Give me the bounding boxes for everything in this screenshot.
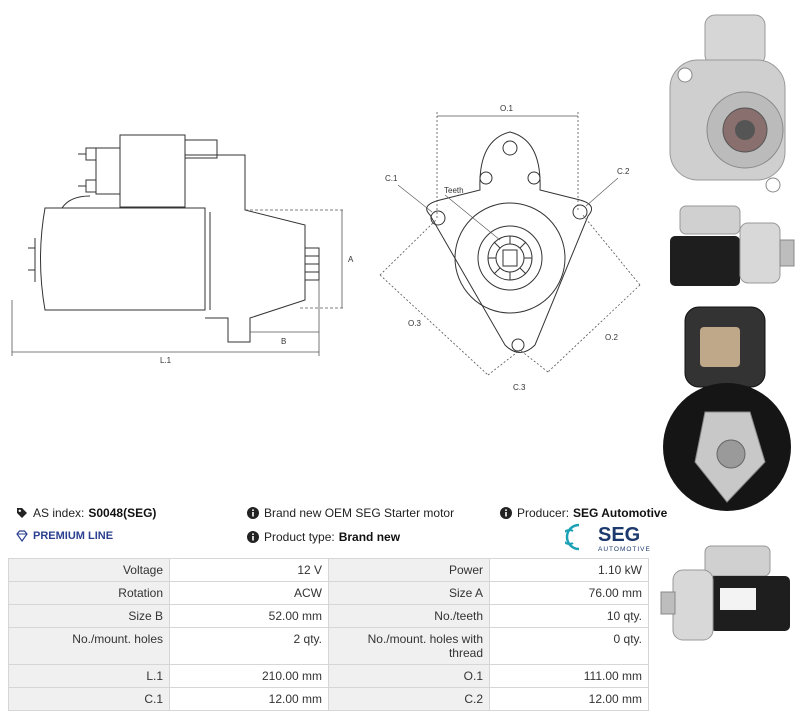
diamond-icon	[16, 530, 28, 542]
product-type-value: Brand new	[338, 530, 401, 544]
mounting-flange	[426, 131, 593, 353]
motor-body	[40, 207, 206, 311]
spec-label: Size B	[8, 604, 170, 628]
spec-label: C.2	[328, 687, 490, 711]
product-meta: AS index: S0048(SEG) PREMIUM LINE Brand …	[0, 500, 667, 556]
description: Brand new OEM SEG Starter motor	[247, 506, 454, 520]
dim-label-c3: C.3	[513, 383, 526, 392]
photo-side-view	[670, 205, 795, 286]
technical-drawing: L.1 B A O.1 O.2 O.3 C.1 C.2 C.3 Teeth	[11, 104, 641, 392]
product-type: Product type: Brand new	[247, 530, 400, 544]
spec-value: 210.00 mm	[169, 664, 329, 688]
as-index: AS index: S0048(SEG)	[16, 506, 156, 520]
spec-value: 1.10 kW	[489, 558, 649, 582]
solenoid-body	[119, 134, 186, 208]
spec-label: No./mount. holes	[8, 627, 170, 665]
spec-label: Power	[328, 558, 490, 582]
mount-hole-c1	[430, 210, 446, 226]
spec-label: O.1	[328, 664, 490, 688]
producer-value: SEG Automotive	[573, 506, 668, 520]
table-row: Rotation ACW Size A 76.00 mm	[8, 581, 649, 605]
spec-label: No./teeth	[328, 604, 490, 628]
mount-hole-c3	[511, 338, 525, 352]
table-row: Size B 52.00 mm No./teeth 10 qty.	[8, 604, 649, 628]
spec-value: 12.00 mm	[169, 687, 329, 711]
spec-label: Rotation	[8, 581, 170, 605]
producer: Producer: SEG Automotive	[500, 506, 667, 520]
spec-value: 0 qty.	[489, 627, 649, 665]
dim-label-a: A	[348, 255, 354, 264]
photo-flange-view	[669, 14, 786, 193]
dim-label-o1: O.1	[500, 104, 513, 113]
premium-line-label: PREMIUM LINE	[33, 530, 114, 542]
table-row: No./mount. holes 2 qty. No./mount. holes…	[8, 627, 649, 665]
info-icon	[247, 507, 259, 519]
seg-logo-name: SEG	[598, 524, 640, 546]
specs-table: Voltage 12 V Power 1.10 kW Rotation ACW …	[8, 558, 649, 711]
info-icon	[500, 507, 512, 519]
spec-value: 2 qty.	[169, 627, 329, 665]
dim-label-b: B	[281, 337, 286, 346]
spec-value: 111.00 mm	[489, 664, 649, 688]
as-index-label: AS index:	[33, 506, 85, 520]
spec-value: ACW	[169, 581, 329, 605]
dim-label-c2: C.2	[617, 167, 630, 176]
tag-icon	[17, 508, 27, 518]
spec-value: 52.00 mm	[169, 604, 329, 628]
as-index-value: S0048(SEG)	[88, 506, 157, 520]
spec-label: Size A	[328, 581, 490, 605]
product-type-label: Product type:	[264, 530, 335, 544]
dim-label-c1: C.1	[385, 174, 398, 183]
spec-label: L.1	[8, 664, 170, 688]
producer-label: Producer:	[517, 506, 570, 520]
mount-hole-c2	[572, 204, 588, 220]
info-icon	[247, 531, 259, 543]
description-text: Brand new OEM SEG Starter motor	[264, 506, 455, 520]
dim-label-o3: O.3	[408, 319, 421, 328]
spec-value: 76.00 mm	[489, 581, 649, 605]
spec-label: Voltage	[8, 558, 170, 582]
drive-housing	[185, 154, 306, 343]
table-row: L.1 210.00 mm O.1 111.00 mm	[8, 664, 649, 688]
photo-angle-view	[660, 545, 790, 641]
spec-label: C.1	[8, 687, 170, 711]
seg-logo: SEG AUTOMOTIVE	[565, 523, 651, 553]
spec-label: No./mount. holes with thread	[328, 627, 490, 665]
spec-value: 12.00 mm	[489, 687, 649, 711]
dim-label-o2: O.2	[605, 333, 618, 342]
table-row: Voltage 12 V Power 1.10 kW	[8, 558, 649, 582]
dim-label-teeth: Teeth	[444, 186, 464, 195]
solenoid-cap	[95, 147, 121, 195]
seg-logo-subtitle: AUTOMOTIVE	[598, 546, 651, 553]
table-row: C.1 12.00 mm C.2 12.00 mm	[8, 687, 649, 711]
spec-value: 12 V	[169, 558, 329, 582]
premium-line-badge: PREMIUM LINE	[16, 530, 113, 542]
dim-label-l1: L.1	[160, 356, 172, 365]
product-photos	[655, 0, 800, 720]
photo-rear-view	[663, 306, 791, 511]
spec-value: 10 qty.	[489, 604, 649, 628]
